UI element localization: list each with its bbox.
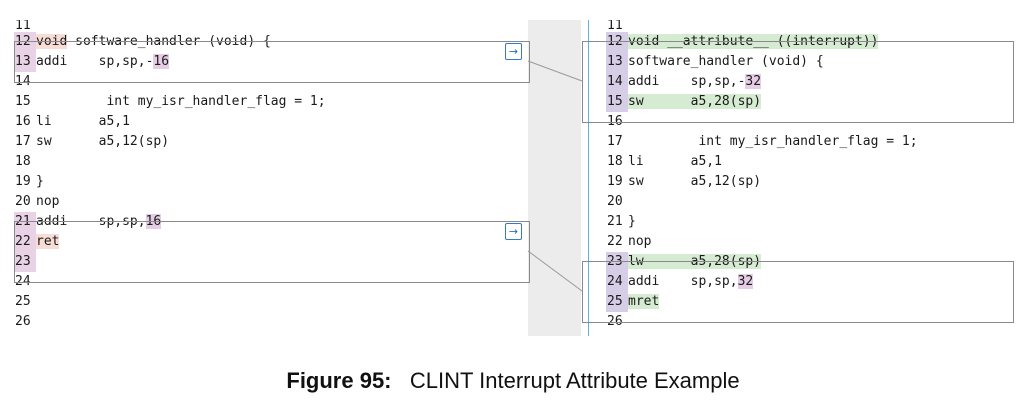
code-text: li a5,1 xyxy=(36,114,130,129)
left-code-line: 18 xyxy=(14,152,531,172)
line-number: 12 xyxy=(606,32,628,52)
figure-title: CLINT Interrupt Attribute Example xyxy=(409,368,740,393)
line-number: 21 xyxy=(14,212,36,232)
line-number: 13 xyxy=(14,52,36,72)
code-text: } xyxy=(628,214,636,229)
copy-right-arrow-icon[interactable]: → xyxy=(505,43,522,60)
code-text: ret xyxy=(36,234,60,249)
right-code-line: 22 nop xyxy=(606,232,1018,252)
right-code-line: 16 xyxy=(606,112,1018,132)
line-number: 22 xyxy=(14,232,36,252)
code-text: nop xyxy=(628,234,652,249)
line-number: 25 xyxy=(15,294,31,309)
left-code-line: 26 xyxy=(14,312,531,332)
line-number: 16 xyxy=(607,114,623,129)
line-number: 26 xyxy=(607,314,623,329)
line-number: 24 xyxy=(15,274,31,289)
left-code-line: 19} xyxy=(14,172,531,192)
code-text: void __attribute__ ((interrupt)) xyxy=(628,34,879,49)
line-number: 19 xyxy=(607,174,623,189)
code-text: int my_isr_handler_flag = 1; xyxy=(628,134,918,149)
line-number: 18 xyxy=(15,154,31,169)
figure-caption: Figure 95: CLINT Interrupt Attribute Exa… xyxy=(0,368,1026,394)
code-text: sw a5,12(sp) xyxy=(628,174,762,189)
line-number: 23 xyxy=(606,252,628,272)
right-code-line: 26 xyxy=(606,312,1018,332)
code-text: sw a5,12(sp) xyxy=(36,134,170,149)
left-code-line: 15 int my_isr_handler_flag = 1; xyxy=(14,92,531,112)
line-number: 24 xyxy=(606,272,628,292)
right-code-line: 11 xyxy=(606,20,1018,32)
pane-divider xyxy=(588,20,589,336)
code-text: addi sp,sp,-16 xyxy=(36,54,170,69)
code-text: lw a5,28(sp) xyxy=(628,254,762,269)
code-text: sw a5,28(sp) xyxy=(628,94,762,109)
line-number: 23 xyxy=(14,252,36,272)
line-number: 16 xyxy=(15,114,31,129)
code-text: li a5,1 xyxy=(628,154,722,169)
diff-gutter xyxy=(528,20,581,336)
line-number: 14 xyxy=(15,74,31,89)
line-number: 12 xyxy=(14,32,36,52)
code-text: nop xyxy=(36,194,60,209)
code-text: int my_isr_handler_flag = 1; xyxy=(36,94,326,109)
left-code-line: 17 sw a5,12(sp) xyxy=(14,132,531,152)
line-number: 15 xyxy=(606,92,628,112)
right-code-line: 17 int my_isr_handler_flag = 1; xyxy=(606,132,1018,152)
line-number: 17 xyxy=(607,134,623,149)
line-number: 14 xyxy=(606,72,628,92)
line-number: 11 xyxy=(607,20,623,32)
right-code-line: 21} xyxy=(606,212,1018,232)
line-number: 26 xyxy=(15,314,31,329)
code-text: void software_handler (void) { xyxy=(36,34,271,49)
code-text: addi sp,sp,-32 xyxy=(628,74,762,89)
right-code-line: 18 li a5,1 xyxy=(606,152,1018,172)
line-number: 20 xyxy=(607,194,623,209)
left-code-line: 20 nop xyxy=(14,192,531,212)
line-number: 20 xyxy=(15,194,31,209)
left-code-line: 14 xyxy=(14,72,531,92)
left-code-line: 25 xyxy=(14,292,531,312)
code-text: mret xyxy=(628,294,660,309)
line-number: 13 xyxy=(606,52,628,72)
copy-right-arrow-icon[interactable]: → xyxy=(505,223,522,240)
line-number: 17 xyxy=(15,134,31,149)
line-number: 18 xyxy=(607,154,623,169)
code-text: addi sp,sp,32 xyxy=(628,274,754,289)
left-code-line: 16 li a5,1 xyxy=(14,112,531,132)
code-text: } xyxy=(36,174,44,189)
line-number: 11 xyxy=(15,20,31,32)
left-code-line: 24 xyxy=(14,272,531,292)
line-number: 25 xyxy=(606,292,628,312)
right-code-line: 20 xyxy=(606,192,1018,212)
code-text: addi sp,sp,16 xyxy=(36,214,162,229)
line-number: 21 xyxy=(607,214,623,229)
line-number: 22 xyxy=(607,234,623,249)
code-text: software_handler (void) { xyxy=(628,54,824,69)
left-code-line: 11 xyxy=(14,20,531,32)
figure-label: Figure 95: xyxy=(286,368,392,393)
line-number: 15 xyxy=(15,94,31,109)
right-code-line: 19 sw a5,12(sp) xyxy=(606,172,1018,192)
left-code-line: 23 xyxy=(14,252,531,272)
line-number: 19 xyxy=(15,174,31,189)
